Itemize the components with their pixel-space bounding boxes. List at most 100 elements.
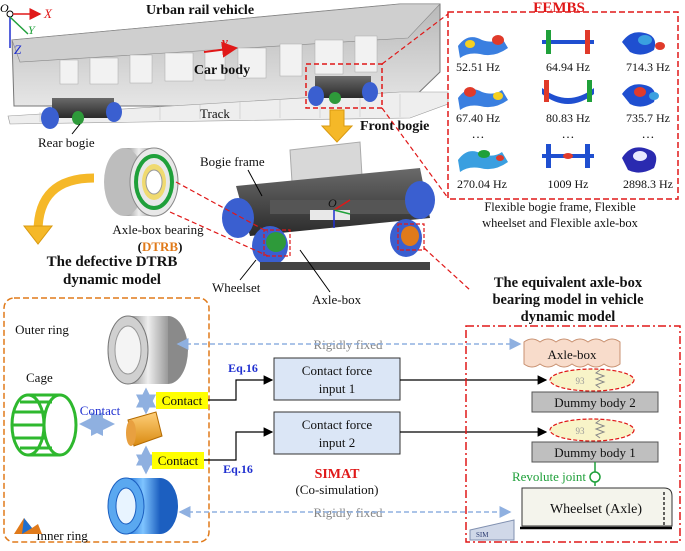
revolute-joint-icon: [589, 471, 601, 483]
contact-force-1-line2: input 1: [319, 381, 355, 396]
eq-label-2: Eq.16: [223, 462, 253, 476]
equivalent-title-2: bearing model in vehicle: [492, 292, 644, 308]
freq-8: 1009 Hz: [548, 177, 589, 191]
equivalent-connector: [423, 247, 471, 291]
cage-label: Cage: [26, 370, 53, 385]
rear-bogie-pointer: [71, 123, 81, 135]
bearing-image: [104, 147, 179, 217]
wheelset-pointer: [239, 259, 257, 281]
freq-2: 64.94 Hz: [546, 60, 590, 74]
freq-1: 52.51 Hz: [456, 60, 500, 74]
defective-model-arrow: [22, 173, 95, 245]
axle-box-highlight-left: [263, 229, 291, 257]
contact-force-box-2: [273, 411, 401, 455]
axle-box-block-label: Axle-box: [547, 347, 597, 362]
eq-label-1: Eq.16: [228, 361, 258, 375]
simat-label: SIMAT: [315, 467, 361, 482]
contact-label: Contact: [80, 403, 121, 418]
mode-shape-frame-1: [458, 35, 508, 58]
outer-ring-label: Outer ring: [15, 322, 69, 337]
wheelset-block: [521, 487, 673, 527]
mode-shape-axlebox-3: [622, 147, 657, 173]
inner-ring-image: [107, 477, 178, 535]
contact-tag-2-bg: [152, 452, 204, 469]
freq-9: 2898.3 Hz: [623, 177, 673, 191]
contact-tag-1-bg: [156, 392, 208, 409]
spring-label-2: 93: [576, 426, 586, 436]
wheelset-block-label: Wheelset (Axle): [550, 502, 642, 517]
mode-shapes: [458, 30, 665, 173]
mode-shape-wheelset-1: [542, 30, 594, 54]
defective-title-2: dynamic model: [63, 272, 161, 288]
inner-ring-label: Inner ring: [36, 528, 88, 543]
ellipsis-1: …: [472, 126, 485, 141]
global-axes: O X Y Z: [0, 1, 53, 57]
front-bogie-arrow: [320, 109, 354, 143]
defective-panel-border: [3, 297, 210, 543]
simpack-logo-text: SIM: [476, 531, 489, 539]
ellipsis-2: …: [562, 126, 575, 141]
contact-force-2-line1: Contact force: [302, 417, 373, 432]
bearing-connector-top: [175, 181, 269, 233]
outer-ring-image: [107, 315, 188, 385]
freq-7: 270.04 Hz: [457, 177, 507, 191]
spring-label-1: 93: [576, 376, 586, 386]
spring-ellipse-2: [549, 418, 635, 442]
car-windows: [59, 35, 378, 85]
bearing-abbr-open: (: [138, 239, 142, 254]
freq-4: 67.40 Hz: [456, 111, 500, 125]
cage-image: [10, 393, 78, 457]
fembs-connector-top: [381, 13, 449, 65]
arrow-contact2-to-box2: [204, 427, 274, 461]
rear-bogie-label: Rear bogie: [38, 135, 95, 150]
bogie-origin-label: O: [328, 196, 337, 210]
contact-force-box-1: [273, 357, 401, 401]
front-bogie-highlight: [305, 63, 383, 109]
fembs-caption-2: wheelset and Flexible axle-box: [482, 216, 639, 230]
contact-tag-1: Contact: [162, 393, 203, 408]
bearing-abbr-close: ): [178, 239, 182, 254]
roller-image: [126, 411, 163, 447]
contact-force-2-line2: input 2: [319, 435, 355, 450]
fembs-connector-bottom: [381, 107, 449, 199]
axle-box-block: [523, 338, 621, 368]
bearing-abbr-line: (DTRB): [138, 239, 183, 254]
axle-box-pointer: [299, 249, 331, 293]
axis-z-label: Z: [14, 42, 22, 57]
car-body-label: Car body: [194, 63, 250, 78]
matlab-logo-icon: [14, 518, 42, 534]
velocity-arrow: [203, 41, 238, 58]
spring-icon-1: [594, 369, 606, 389]
arrow-contact1-to-box1: [208, 375, 274, 401]
bearing-connector-bottom: [169, 211, 269, 257]
ellipsis-3: …: [642, 126, 655, 141]
origin-label: O: [0, 1, 9, 15]
spring-icon-2: [594, 419, 606, 439]
velocity-label: v: [222, 34, 228, 49]
car-body-roof: [11, 3, 441, 63]
mode-shape-wheelset-2: [542, 80, 594, 104]
defective-title-1: The defective DTRB: [47, 254, 178, 270]
spring-ellipse-1: [549, 368, 635, 392]
simpack-logo-icon: SIM: [469, 519, 515, 541]
axis-x-label: X: [43, 6, 53, 21]
equivalent-title-1: The equivalent axle-box: [494, 275, 643, 291]
bogie-frame-label: Bogie frame: [200, 154, 265, 169]
mode-shape-frame-2: [458, 87, 508, 110]
axle-box-highlight-right: [397, 223, 425, 251]
front-bogie-label: Front bogie: [360, 119, 429, 134]
revolute-label: Revolute joint: [512, 469, 586, 484]
dummy-body-2-label: Dummy body 2: [554, 395, 636, 410]
mode-shape-axlebox-1: [622, 32, 665, 55]
fembs-panel: FEMBS 52.51 Hz 64.94 Hz 714.3 Hz 67.40 H…: [447, 0, 679, 200]
bearing-label: Axle-box bearing: [112, 222, 204, 237]
axis-y-label: Y: [28, 23, 36, 37]
equivalent-title-3: dynamic model: [521, 309, 616, 325]
bearing-abbr: DTRB: [142, 239, 178, 254]
mode-shape-axlebox-2: [622, 84, 659, 107]
dummy-body-1-label: Dummy body 1: [554, 445, 636, 460]
axle-box-label: Axle-box: [312, 292, 362, 307]
fembs-title: FEMBS: [533, 0, 585, 16]
bogie-frame-pointer: [247, 169, 263, 197]
